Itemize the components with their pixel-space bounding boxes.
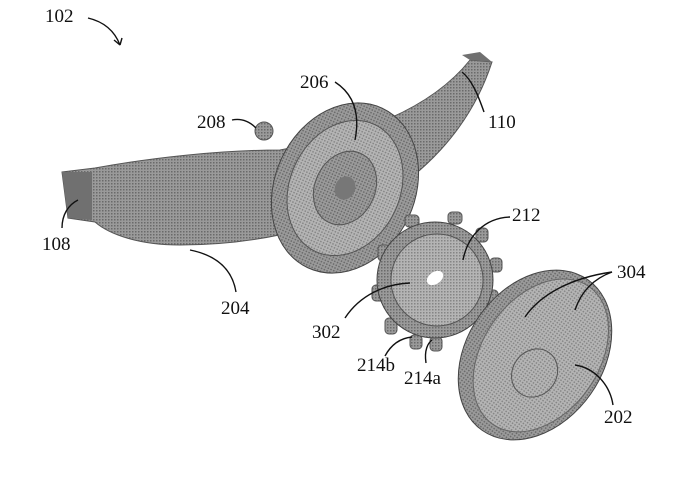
label-206: 206 [300, 72, 329, 93]
label-110: 110 [488, 112, 516, 133]
arrowhead-102 [113, 37, 123, 46]
leader-304a [524, 271, 613, 318]
leader-206 [334, 81, 358, 141]
leader-214a [424, 339, 433, 364]
label-212: 212 [512, 205, 541, 226]
leader-302 [344, 282, 411, 319]
label-208: 208 [197, 112, 226, 133]
leader-202 [574, 364, 614, 406]
label-214a: 214a [404, 368, 442, 389]
leader-110 [461, 71, 485, 113]
leader-212 [462, 216, 511, 261]
label-204: 204 [221, 298, 250, 319]
label-202: 202 [604, 407, 633, 428]
leader-204 [189, 249, 237, 293]
leader-304b [574, 271, 613, 311]
ring [371, 211, 503, 352]
label-304: 304 [617, 262, 646, 283]
band [61, 52, 493, 246]
label-214b: 214b [357, 355, 395, 376]
label-108: 108 [42, 234, 71, 255]
cap [457, 269, 613, 441]
label-102: 102 [45, 6, 74, 27]
leader-102 [87, 17, 121, 46]
leader-108 [61, 199, 79, 229]
leader-208 [231, 118, 257, 129]
disc [270, 102, 420, 274]
label-302: 302 [312, 322, 341, 343]
leader-214b [384, 336, 413, 357]
screw [254, 121, 274, 141]
